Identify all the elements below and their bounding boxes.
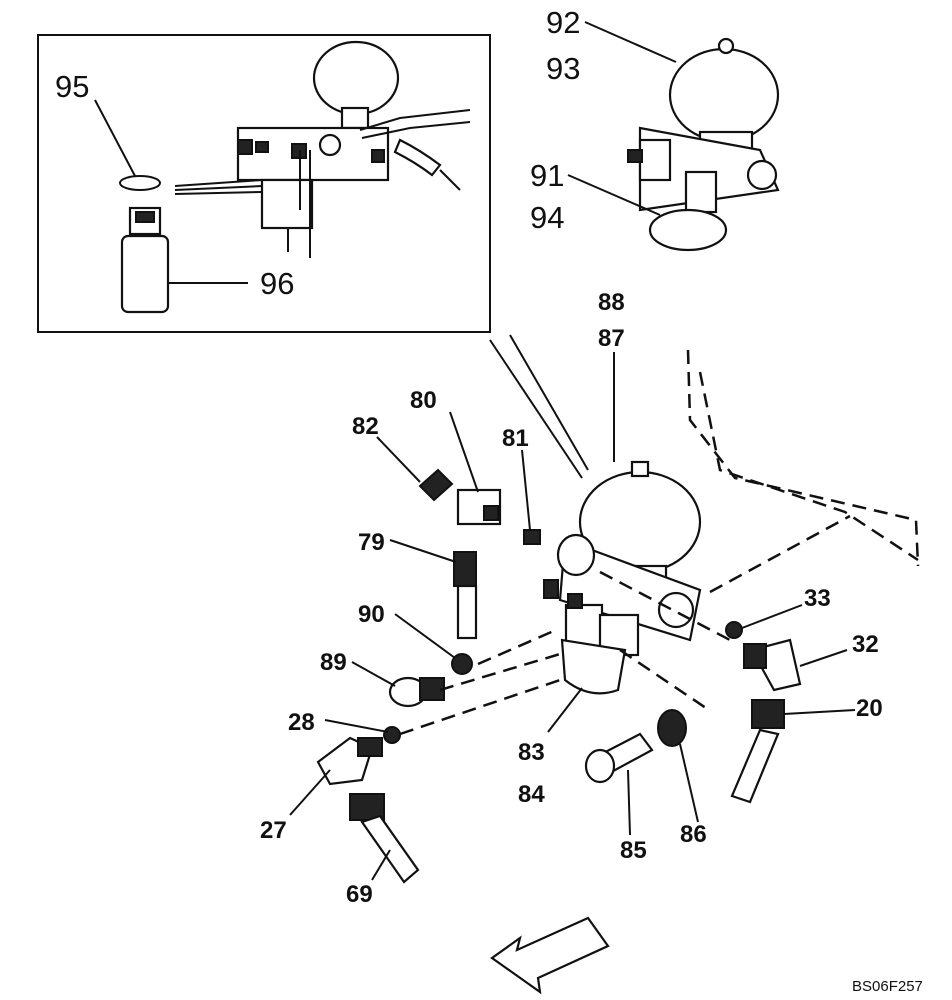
detail-inset <box>37 34 491 333</box>
label-86: 86 <box>680 821 707 848</box>
label-88: 88 <box>598 289 625 316</box>
diagram-reference-id: BS06F257 <box>852 978 923 995</box>
label-93: 93 <box>546 51 580 86</box>
label-94: 94 <box>530 200 564 235</box>
label-81: 81 <box>502 425 529 452</box>
label-82: 82 <box>352 413 379 440</box>
label-90: 90 <box>358 601 385 628</box>
label-69: 69 <box>346 881 373 908</box>
label-95: 95 <box>55 69 89 104</box>
label-32: 32 <box>852 631 879 658</box>
label-96: 96 <box>260 266 294 301</box>
label-79: 79 <box>358 529 385 556</box>
label-87: 87 <box>598 325 625 352</box>
label-28: 28 <box>288 709 315 736</box>
label-91: 91 <box>530 158 564 193</box>
label-85: 85 <box>620 837 647 864</box>
label-89: 89 <box>320 649 347 676</box>
label-92: 92 <box>546 5 580 40</box>
label-27: 27 <box>260 817 287 844</box>
part-labels: 95 96 92 93 91 94 88 87 82 80 81 79 90 8… <box>55 5 923 995</box>
main-assembly <box>289 334 920 995</box>
label-33: 33 <box>804 585 831 612</box>
direction-arrow-icon <box>490 916 610 995</box>
label-20: 20 <box>856 695 883 722</box>
accumulator-assembly-view <box>567 21 780 252</box>
label-80: 80 <box>410 387 437 414</box>
label-84: 84 <box>518 781 545 808</box>
label-83: 83 <box>518 739 545 766</box>
